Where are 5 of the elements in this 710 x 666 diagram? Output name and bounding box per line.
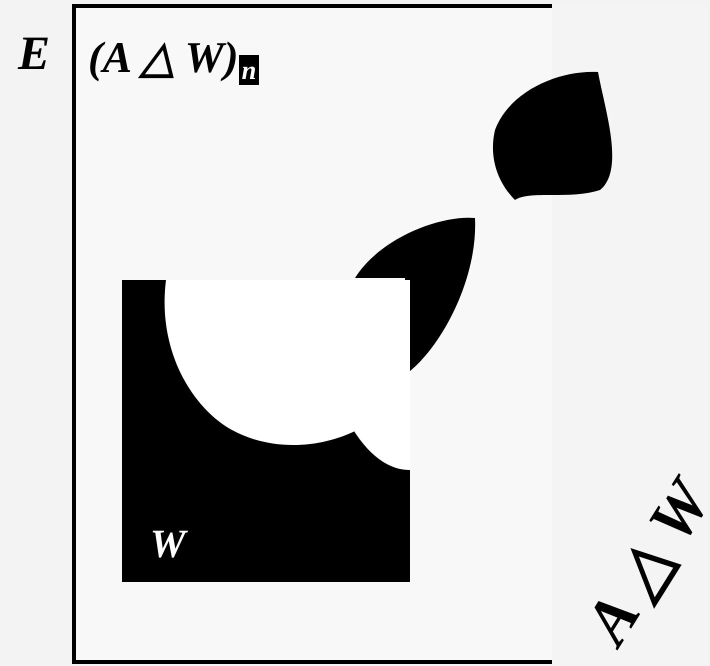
rotated-set-expression: A △ W <box>574 470 710 654</box>
set-label: W <box>150 524 186 564</box>
set-expression: (A △ W)$_{n}$ <box>88 36 260 83</box>
set-name: E <box>18 30 50 78</box>
set-square <box>122 280 410 582</box>
